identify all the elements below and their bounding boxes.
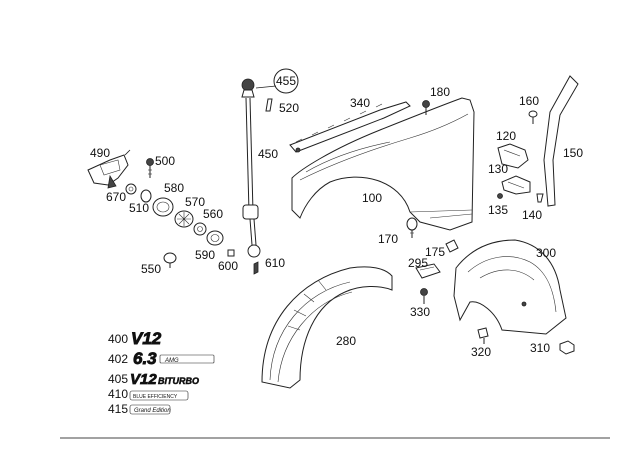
emblem-400-text: V12 xyxy=(131,329,162,348)
emblem-405: 405 V12 BITURBO xyxy=(108,371,199,389)
screw-330 xyxy=(420,288,428,304)
label-100: 100 xyxy=(362,191,382,205)
knob-550 xyxy=(163,252,177,268)
label-310: 310 xyxy=(530,341,550,355)
label-500: 500 xyxy=(155,154,175,168)
label-490: 490 xyxy=(90,146,110,160)
label-570: 570 xyxy=(185,195,205,209)
label-130: 130 xyxy=(488,162,508,176)
emblem-410: 410 BLUE EFFICIENCY xyxy=(108,387,189,401)
clip-140 xyxy=(536,193,544,203)
wheel-liner-280 xyxy=(261,266,393,389)
hood-support-rod xyxy=(241,78,261,275)
label-610: 610 xyxy=(265,256,285,270)
label-330: 330 xyxy=(410,305,430,319)
clip-520 xyxy=(265,98,273,112)
label-300: 300 xyxy=(536,246,556,260)
label-280: 280 xyxy=(336,334,356,348)
label-160: 160 xyxy=(519,94,539,108)
label-180: 180 xyxy=(430,85,450,99)
washer-670 xyxy=(125,183,137,195)
emblem-402: 402 6.3 AMG xyxy=(108,349,215,368)
emblem-405-suffix: BITURBO xyxy=(158,376,199,386)
clip-295 xyxy=(415,263,441,279)
wheel-liner-300 xyxy=(453,239,567,335)
label-520: 520 xyxy=(279,101,299,115)
label-600: 600 xyxy=(218,259,238,273)
label-670: 670 xyxy=(106,190,126,204)
washer-560 xyxy=(193,222,207,236)
emblem-405-number: 405 xyxy=(108,372,128,386)
emblem-402-text: 6.3 xyxy=(133,349,157,368)
label-550: 550 xyxy=(141,262,161,276)
label-150: 150 xyxy=(563,146,583,160)
nut-310 xyxy=(559,340,575,355)
emblem-410-badge: BLUE EFFICIENCY xyxy=(133,394,178,400)
emblem-415-number: 415 xyxy=(108,402,128,416)
label-560: 560 xyxy=(203,207,223,221)
emblem-400: 400 V12 xyxy=(108,329,162,349)
clip-160 xyxy=(528,110,538,124)
label-580: 580 xyxy=(164,181,184,195)
emblem-405-text: V12 xyxy=(130,371,157,388)
hinge-bracket-490 xyxy=(87,149,131,189)
label-320: 320 xyxy=(471,345,491,359)
emblem-402-number: 402 xyxy=(108,352,128,366)
label-170: 170 xyxy=(378,232,398,246)
label-140: 140 xyxy=(522,208,542,222)
fender-100 xyxy=(291,97,475,231)
bolt-170 xyxy=(406,217,418,238)
emblem-402-badge: AMG xyxy=(164,358,179,364)
clip-320 xyxy=(477,327,489,344)
label-450: 450 xyxy=(258,147,278,161)
emblem-415: 415 Grand Edition xyxy=(108,402,171,416)
label-135: 135 xyxy=(488,203,508,217)
label-455: 455 xyxy=(276,74,296,88)
grommet-580 xyxy=(152,197,174,217)
side-trim-150 xyxy=(543,75,579,207)
bolt-180 xyxy=(422,100,430,115)
bracket-130 xyxy=(501,175,531,195)
label-510: 510 xyxy=(129,201,149,215)
clip-600 xyxy=(227,249,235,257)
label-590: 590 xyxy=(195,248,215,262)
clip-175 xyxy=(445,239,459,253)
emblem-400-number: 400 xyxy=(108,332,128,346)
label-120: 120 xyxy=(496,129,516,143)
clip-135 xyxy=(497,193,503,199)
callout-circle-455 xyxy=(273,68,299,94)
emblem-410-number: 410 xyxy=(108,387,128,401)
label-340: 340 xyxy=(350,96,370,110)
gear-570 xyxy=(174,210,194,228)
bracket-120 xyxy=(497,143,529,169)
bracket-340 xyxy=(289,101,411,153)
label-175: 175 xyxy=(425,245,445,259)
label-295: 295 xyxy=(408,256,428,270)
bolt-500 xyxy=(146,158,154,178)
emblem-415-badge: Grand Edition xyxy=(134,408,171,414)
washer-510 xyxy=(140,189,152,203)
washer-590 xyxy=(206,230,224,246)
